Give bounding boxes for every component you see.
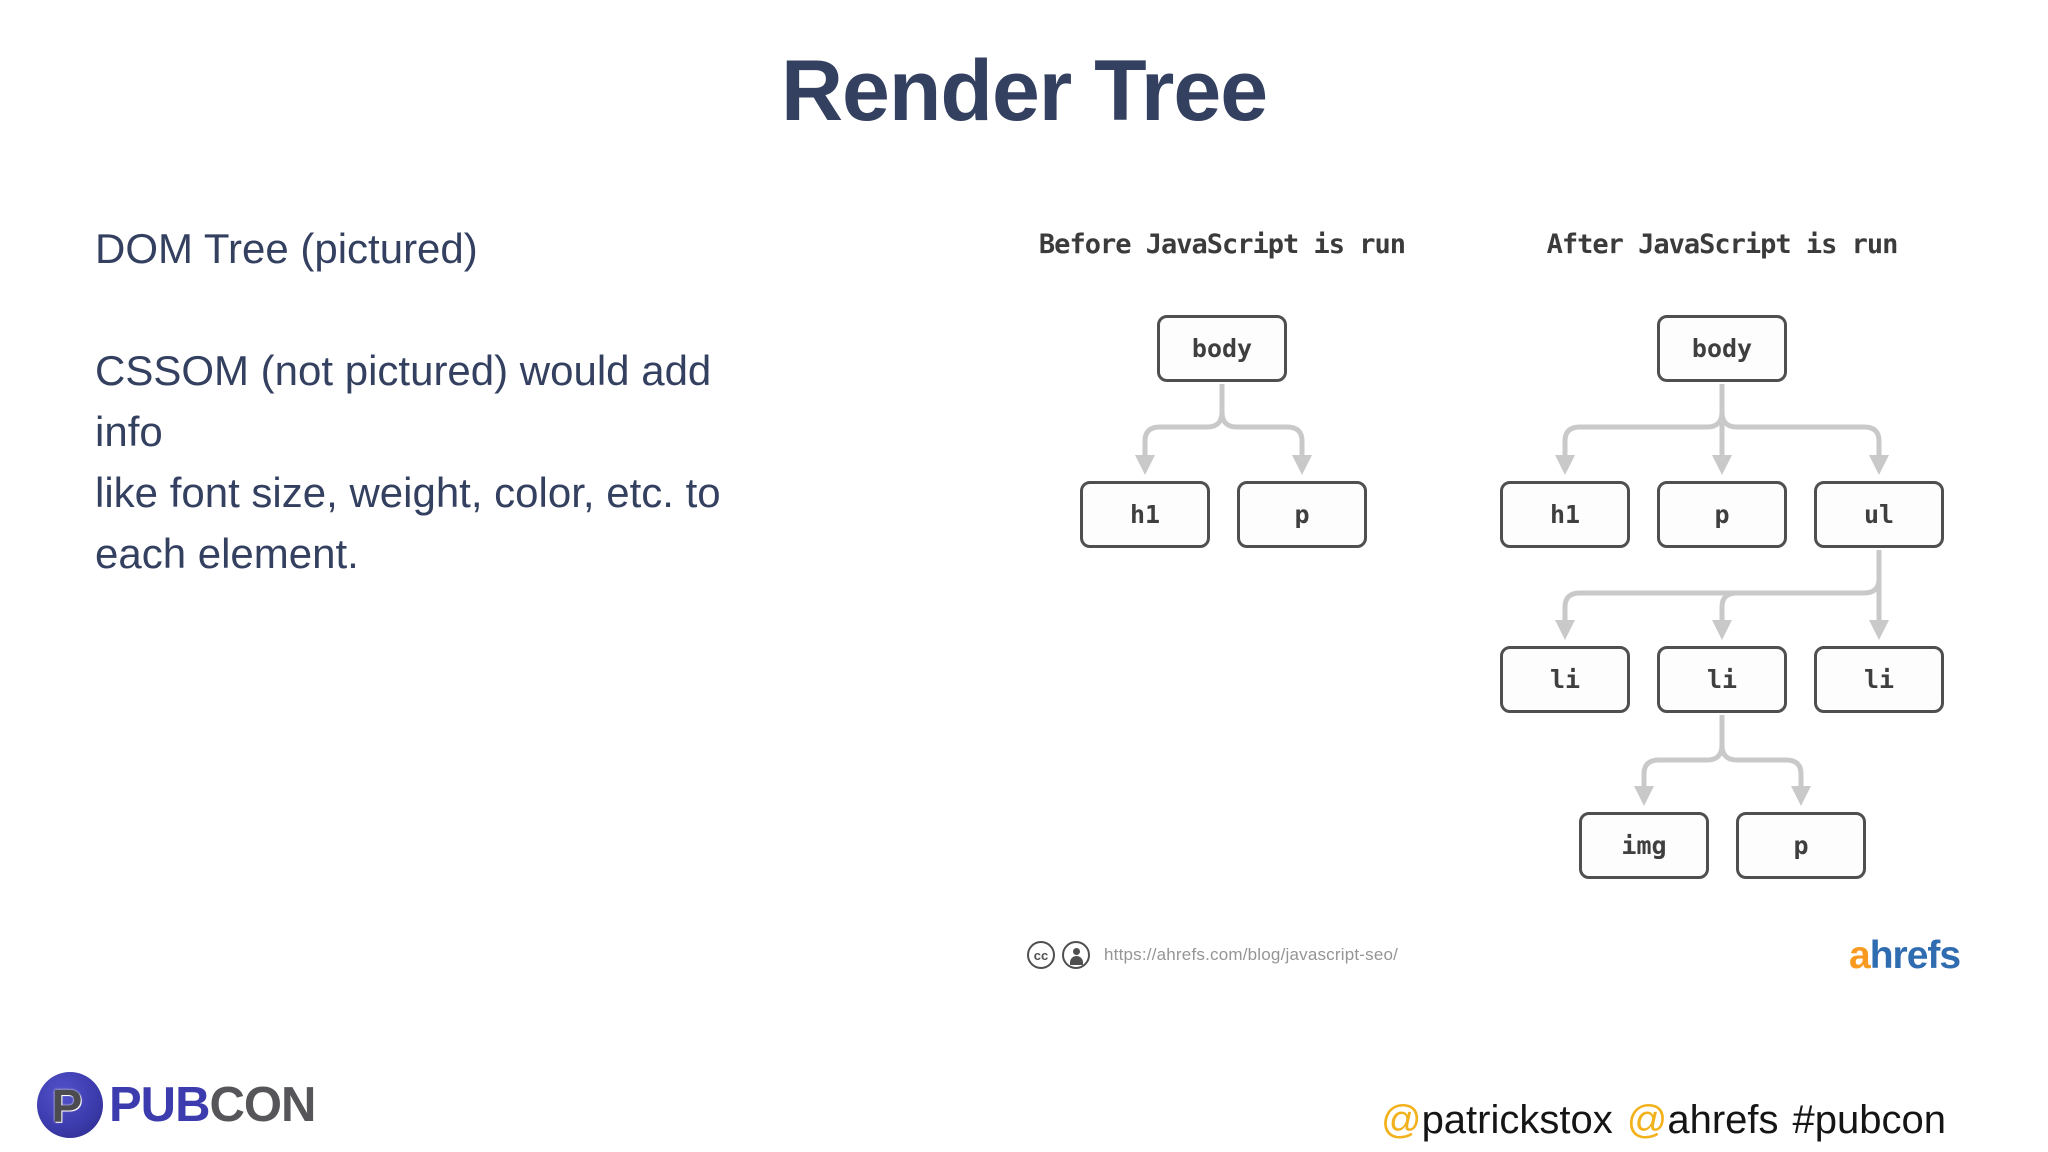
tree-node-li: li: [1814, 646, 1944, 713]
at-symbol: @: [1626, 1098, 1668, 1142]
pubcon-word-pub: PUB: [109, 1078, 210, 1132]
dom-tree-line: DOM Tree (pictured): [95, 225, 478, 272]
ahrefs-logo-a: a: [1849, 934, 1871, 977]
pubcon-logo-icon: P: [37, 1072, 103, 1138]
ahrefs-logo-hrefs: hrefs: [1869, 934, 1961, 977]
pubcon-word-con: CON: [209, 1078, 316, 1132]
handle-patrickstox: patrickstox: [1421, 1098, 1613, 1142]
tree-node-p: p: [1736, 812, 1866, 879]
creative-commons-icon: cc: [1027, 941, 1055, 969]
tree-node-img: img: [1579, 812, 1709, 879]
tree-node-li: li: [1657, 646, 1787, 713]
pubcon-wordmark: PUBCON: [109, 1077, 316, 1133]
ahrefs-logo: ahrefs: [1849, 934, 1961, 978]
tree-node-body: body: [1157, 315, 1287, 382]
tree-node-h1: h1: [1080, 481, 1210, 548]
body-text: DOM Tree (pictured) CSSOM (not pictured)…: [95, 218, 775, 584]
at-symbol: @: [1380, 1098, 1422, 1142]
pubcon-p-mark: P: [51, 1080, 83, 1132]
cc-by-person-icon: [1062, 941, 1090, 969]
tree-node-p: p: [1237, 481, 1367, 548]
cssom-line-1: CSSOM (not pictured) would add info: [95, 347, 712, 455]
tree-node-p: p: [1657, 481, 1787, 548]
pubcon-logo: P PUBCON: [37, 1071, 316, 1139]
tree-node-li: li: [1500, 646, 1630, 713]
cssom-line-2: like font size, weight, color, etc. to: [95, 469, 721, 516]
page-title: Render Tree: [780, 43, 1268, 139]
before-js-heading: Before JavaScript is run: [1038, 229, 1406, 260]
tree-node-ul: ul: [1814, 481, 1944, 548]
attribution-url: https://ahrefs.com/blog/javascript-seo/: [1104, 945, 1399, 964]
after-js-heading: After JavaScript is run: [1546, 229, 1899, 260]
social-handles: @patrickstox@ahrefs#pubcon: [1381, 1098, 1946, 1143]
handle-ahrefs: ahrefs: [1667, 1098, 1779, 1142]
hashtag-pubcon: #pubcon: [1792, 1098, 1946, 1142]
cssom-line-3: each element.: [95, 530, 359, 577]
cc-icon-label: cc: [1033, 947, 1049, 963]
tree-node-body: body: [1657, 315, 1787, 382]
tree-node-h1: h1: [1500, 481, 1630, 548]
cssom-paragraph: CSSOM (not pictured) would add info like…: [95, 340, 775, 584]
